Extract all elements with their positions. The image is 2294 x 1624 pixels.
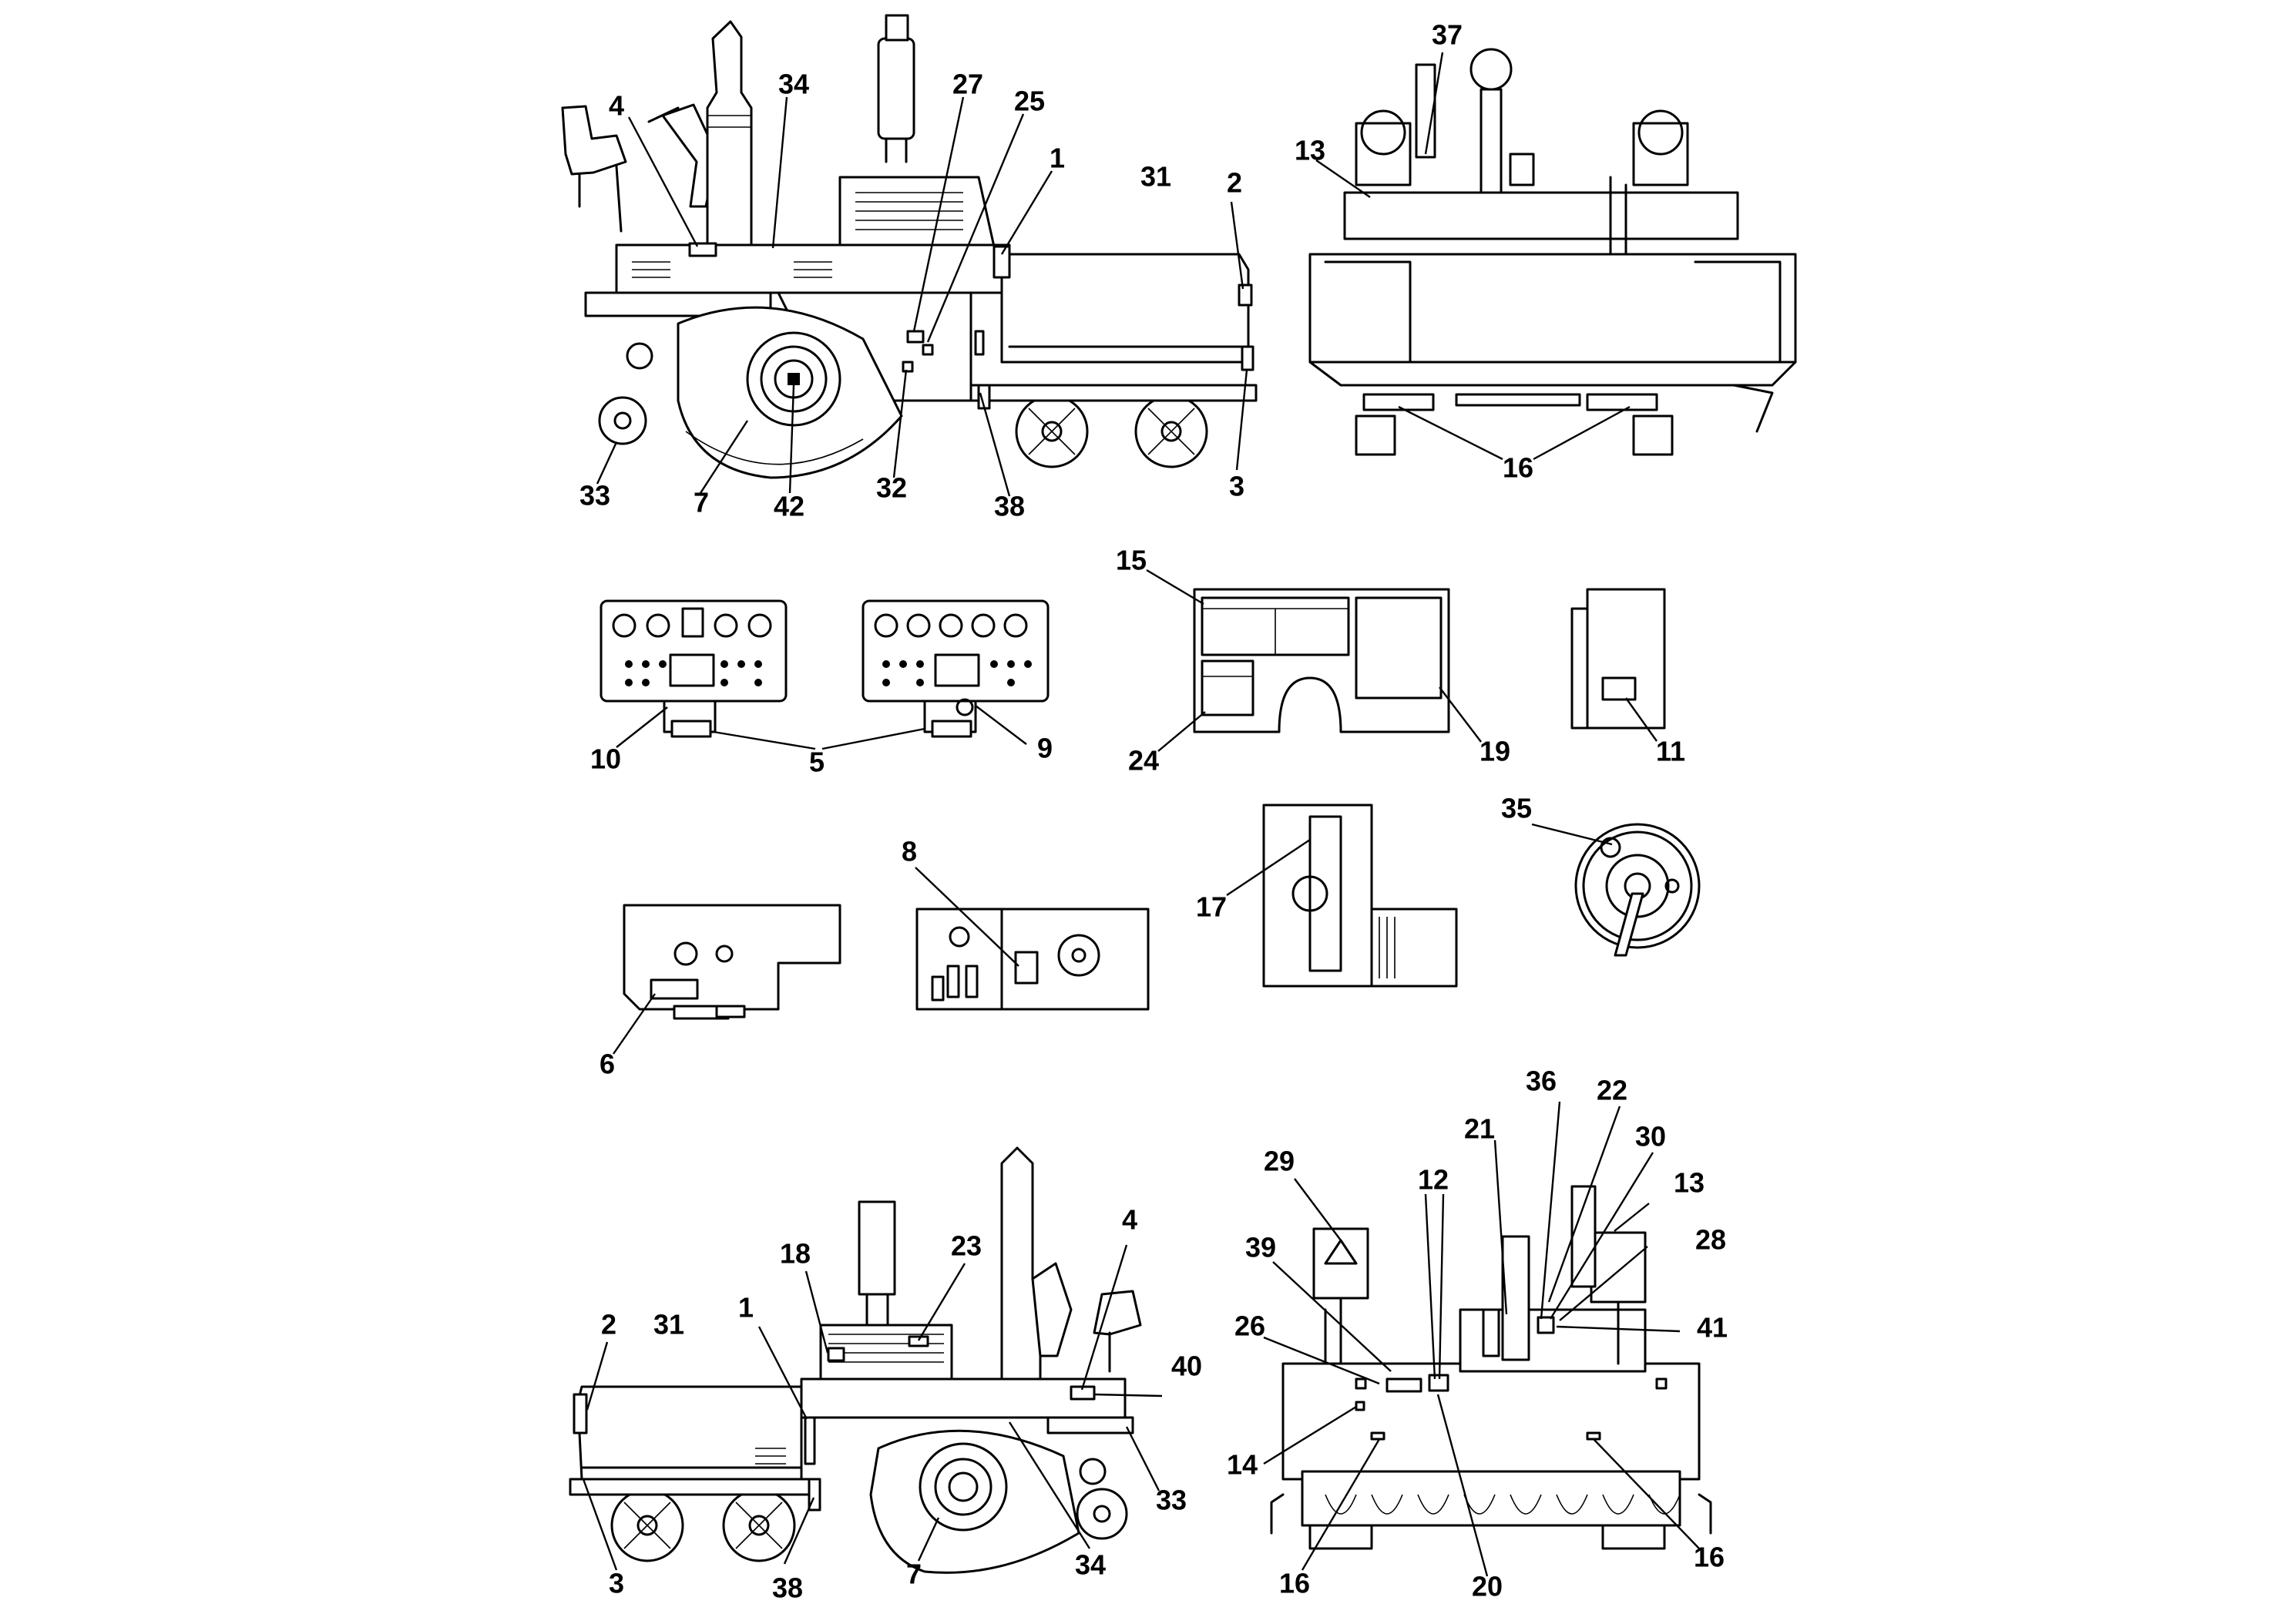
callout-23: 23 xyxy=(951,1230,982,1262)
callout-41: 41 xyxy=(1697,1312,1728,1344)
callout-1: 1 xyxy=(1050,143,1065,174)
callout-38b: 38 xyxy=(772,1572,803,1604)
fuse-panel-detail xyxy=(1193,588,1450,733)
callout-24: 24 xyxy=(1128,745,1159,777)
callout-1b: 1 xyxy=(738,1292,754,1324)
callout-36: 36 xyxy=(1526,1065,1557,1097)
callout-2b: 2 xyxy=(601,1309,616,1340)
battery-box-detail xyxy=(1570,588,1666,730)
disc-detail-35 xyxy=(1574,823,1701,957)
callout-22: 22 xyxy=(1597,1075,1627,1106)
callout-25: 25 xyxy=(1014,86,1045,117)
callout-8: 8 xyxy=(902,836,917,867)
panel-detail-6 xyxy=(623,904,841,1020)
callout-39: 39 xyxy=(1245,1232,1276,1263)
callout-16b: 16 xyxy=(1694,1542,1725,1573)
callout-3b: 3 xyxy=(609,1568,624,1599)
callout-13b: 13 xyxy=(1674,1167,1705,1199)
callout-26: 26 xyxy=(1234,1310,1265,1342)
callout-20: 20 xyxy=(1472,1571,1503,1602)
callout-13: 13 xyxy=(1295,135,1325,166)
callout-21: 21 xyxy=(1464,1113,1495,1145)
callout-9: 9 xyxy=(1037,733,1053,764)
callout-6: 6 xyxy=(600,1049,615,1080)
callout-3: 3 xyxy=(1229,471,1244,502)
callout-33: 33 xyxy=(579,480,610,512)
callout-16a: 16 xyxy=(1279,1568,1310,1599)
callout-15: 15 xyxy=(1116,545,1147,576)
callout-38: 38 xyxy=(994,491,1025,522)
callout-29: 29 xyxy=(1264,1146,1295,1177)
callout-12: 12 xyxy=(1418,1164,1449,1196)
callout-34: 34 xyxy=(778,69,809,100)
callout-37: 37 xyxy=(1432,19,1463,51)
callout-4: 4 xyxy=(609,90,624,122)
paver-left-side-view xyxy=(561,14,1258,479)
callout-42: 42 xyxy=(774,491,804,522)
callout-16: 16 xyxy=(1503,452,1533,484)
leader-lines xyxy=(582,52,1700,1577)
callout-labels: 4 34 27 25 1 31 2 33 7 42 32 38 3 37 13 … xyxy=(579,19,1728,1604)
panel-detail-8 xyxy=(915,908,1150,1011)
callout-30: 30 xyxy=(1635,1121,1666,1153)
paver-right-side-view xyxy=(569,1146,1142,1574)
bracket-detail-17 xyxy=(1262,804,1458,988)
callout-33b: 33 xyxy=(1156,1485,1187,1516)
callout-7b: 7 xyxy=(906,1559,922,1590)
callout-11: 11 xyxy=(1656,736,1685,767)
callout-2: 2 xyxy=(1227,167,1242,199)
callout-31: 31 xyxy=(1140,161,1171,193)
callout-31b: 31 xyxy=(653,1309,684,1340)
callout-7: 7 xyxy=(694,487,709,518)
control-panel-right xyxy=(862,599,1050,738)
callout-35: 35 xyxy=(1501,793,1532,824)
callout-10: 10 xyxy=(590,743,621,775)
callout-32: 32 xyxy=(876,472,907,504)
callout-4b: 4 xyxy=(1122,1204,1137,1236)
callout-5: 5 xyxy=(809,747,825,778)
callout-40: 40 xyxy=(1171,1351,1202,1382)
callout-18: 18 xyxy=(780,1238,811,1270)
control-panel-left xyxy=(600,599,788,738)
callout-28: 28 xyxy=(1695,1224,1726,1256)
callout-19: 19 xyxy=(1480,736,1510,767)
callout-27: 27 xyxy=(952,69,983,100)
callout-34b: 34 xyxy=(1075,1549,1106,1581)
callout-17: 17 xyxy=(1196,891,1227,923)
paver-rear-view xyxy=(1308,48,1797,456)
callout-14: 14 xyxy=(1227,1449,1258,1481)
paver-front-view xyxy=(1270,1185,1712,1550)
